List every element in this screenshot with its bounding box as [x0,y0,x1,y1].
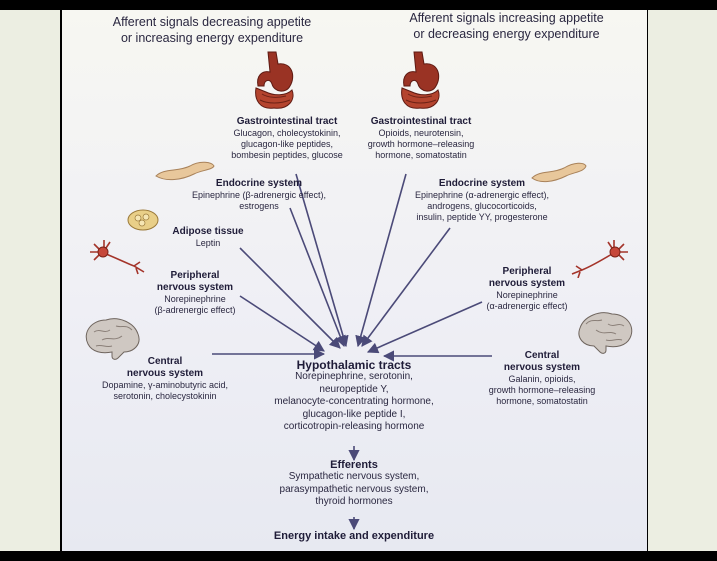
right-endocrine-line-3: insulin, peptide YY, progesterone [416,212,548,222]
left-central-title-2: nervous system [126,368,204,379]
left-adipose-line-1: Leptin [195,238,221,248]
right-central-title-2: nervous system [503,362,581,373]
hypothalamic-line-3: melanocyte-concentrating hormone, [274,396,434,407]
slide-right-margin [648,10,717,551]
right-peripheral-line-2: (α-adrenergic effect) [486,301,568,311]
left-endocrine-line-1: Epinephrine (β-adrenergic effect), [191,190,327,200]
slide-left-margin [0,10,60,551]
arrow-left-gi [295,173,349,348]
final-outcome-label: Energy intake and expenditure [273,530,435,542]
right-gi-line-2: growth hormone–releasing [367,139,475,149]
arrow-right-peripheral [366,301,483,354]
brain-icon [578,312,633,354]
stomach-icon [401,51,440,109]
arrow-left-peripheral [239,295,325,352]
hypothalamic-title: Hypothalamic tracts [296,358,412,372]
left-central-line-2: serotonin, cholecystokinin [113,391,217,401]
right-central-line-1: Galanin, opioids, [508,374,576,384]
pancreas-icon [155,161,215,181]
right-peripheral-line-1: Norepinephrine [496,290,558,300]
left-peripheral-line-2: (β-adrenergic effect) [154,305,236,315]
efferents-line-3: thyroid hormones [315,496,393,507]
left-peripheral-block: Peripheral nervous system Norepinephrine… [140,270,250,316]
left-peripheral-line-1: Norepinephrine [164,294,226,304]
efferents-line-2: parasympathetic nervous system, [279,483,429,495]
efferents-title: Efferents [330,459,378,471]
brain-icon [85,318,140,360]
right-endocrine-line-1: Epinephrine (α-adrenergic effect), [414,190,550,200]
efferents-line-1: Sympathetic nervous system, [288,471,420,482]
left-endocrine-line-2: estrogens [239,201,279,211]
left-endocrine-title: Endocrine system [215,178,303,189]
left-adipose-title: Adipose tissue [172,226,244,237]
left-peripheral-title-2: nervous system [156,282,234,293]
right-endocrine-line-2: androgens, glucocorticoids, [427,201,537,211]
right-endocrine-block: Endocrine system Epinephrine (α-adrenerg… [392,178,572,223]
right-central-line-2: growth hormone–releasing [488,385,596,395]
arrow-left-endocrine [289,207,346,348]
left-gi-block: Gastrointestinal tract Glucagon, cholecy… [202,116,372,161]
left-central-line-1: Dopamine, γ-aminobutyric acid, [101,380,229,390]
hypothalamic-line-5: corticotropin-releasing hormone [283,421,425,432]
left-central-title-1: Central [147,356,183,367]
left-adipose-block: Adipose tissue Leptin [158,226,258,249]
left-header-line-1: Afferent signals decreasing appetite [112,15,312,29]
hypothalamic-block: Hypothalamic tracts Norepinephrine, sero… [254,358,454,434]
left-peripheral-title-1: Peripheral [170,270,220,281]
right-central-title-1: Central [524,350,560,361]
right-endocrine-title: Endocrine system [438,178,526,189]
neuron-icon [90,240,145,275]
arrow-left-adipose [239,247,341,349]
pancreas-icon [531,162,587,183]
left-header-line-2: or increasing energy expenditure [120,31,304,45]
left-gi-line-3: bombesin peptides, glucose [231,150,343,160]
right-header-line-1: Afferent signals increasing appetite [409,11,604,25]
left-central-block: Central nervous system Dopamine, γ-amino… [90,356,240,402]
left-gi-title: Gastrointestinal tract [236,116,338,127]
arrow-right-gi [355,173,407,348]
right-header-line-2: or decreasing energy expenditure [413,27,600,41]
right-gi-line-3: hormone, somatostatin [375,150,467,160]
right-header: Afferent signals increasing appetite or … [374,10,639,42]
right-peripheral-title-1: Peripheral [502,266,552,277]
diagram-sheet: Afferent signals decreasing appetite or … [62,10,647,551]
right-peripheral-title-2: nervous system [488,278,566,289]
stomach-icon [255,51,294,109]
right-central-block: Central nervous system Galanin, opioids,… [482,350,602,407]
final-outcome: Energy intake and expenditure [234,531,474,542]
right-peripheral-block: Peripheral nervous system Norepinephrine… [472,266,582,312]
neuron-icon [571,240,628,278]
right-gi-line-1: Opioids, neurotensin, [378,128,464,138]
right-gi-title: Gastrointestinal tract [370,116,472,127]
arrow-layer [212,173,492,531]
efferents-block: Efferents Sympathetic nervous system, pa… [254,460,454,509]
hypothalamic-line-4: glucagon-like peptide I, [302,408,406,420]
left-gi-line-2: glucagon-like peptides, [240,139,334,149]
arrow-right-endocrine [361,227,451,347]
left-endocrine-block: Endocrine system Epinephrine (β-adrenerg… [184,178,334,212]
right-gi-block: Gastrointestinal tract Opioids, neuroten… [346,116,496,161]
left-header: Afferent signals decreasing appetite or … [82,14,342,46]
adipose-cell-icon [127,209,159,231]
hypothalamic-line-2: neuropeptide Y, [319,383,389,395]
right-central-line-3: hormone, somatostatin [496,396,588,406]
hypothalamic-line-1: Norepinephrine, serotonin, [295,371,413,382]
left-gi-line-1: Glucagon, cholecystokinin, [233,128,341,138]
